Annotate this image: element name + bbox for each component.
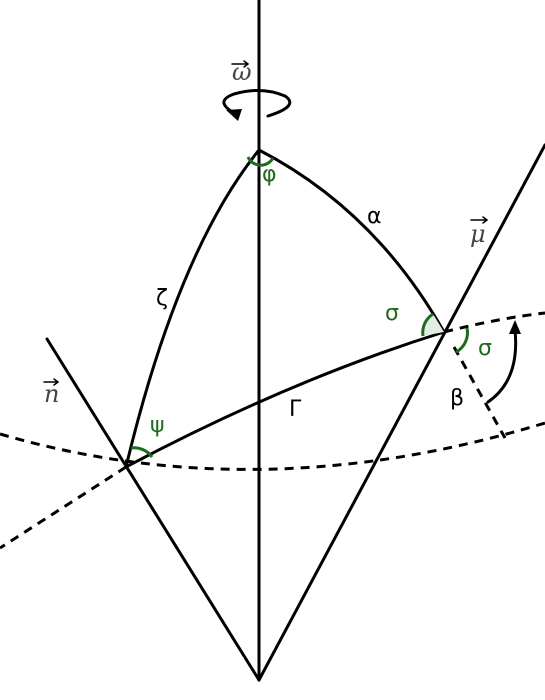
- label-beta: β: [450, 386, 464, 411]
- sigma-right-angle-marker: [455, 327, 469, 354]
- mu-vector-label: μ: [470, 216, 489, 248]
- beta-arrow-head: [509, 320, 521, 334]
- arc-gamma: [124, 330, 446, 469]
- mu-line: [257, 143, 545, 682]
- svg-text:μ: μ: [470, 220, 486, 248]
- vector-arrow-icon: [43, 378, 60, 386]
- omega-vector-label: ω: [231, 58, 252, 86]
- dashed-horizon-curve: [0, 421, 545, 471]
- beta-arrow: [486, 328, 518, 404]
- phi-angle-marker: [246, 156, 275, 167]
- dashed-upper-right-curve: [443, 311, 545, 334]
- label-zeta: ζ: [156, 286, 168, 311]
- psi-angle-marker: [130, 446, 154, 458]
- svg-text:n: n: [44, 380, 59, 408]
- normal-line: [45, 337, 261, 682]
- dashed-lower-left-line: [0, 465, 127, 550]
- arc-alpha: [257, 148, 446, 334]
- sigma-left-angle-marker: [421, 312, 434, 337]
- label-alpha: α: [367, 204, 382, 229]
- label-sigma-left: σ: [385, 301, 399, 326]
- arc-zeta: [124, 148, 261, 469]
- vector-arrow-icon: [231, 60, 250, 68]
- label-sigma-right: σ: [478, 336, 492, 361]
- vector-arrow-icon: [470, 216, 489, 224]
- svg-text:ω: ω: [232, 58, 252, 86]
- label-gamma: Γ: [289, 397, 302, 422]
- label-psi: ψ: [150, 413, 165, 438]
- label-phi: φ: [262, 162, 277, 187]
- n-vector-label: n: [43, 378, 60, 408]
- rotation-arrow-icon: [222, 89, 292, 121]
- dashed-beta-tick: [452, 346, 507, 439]
